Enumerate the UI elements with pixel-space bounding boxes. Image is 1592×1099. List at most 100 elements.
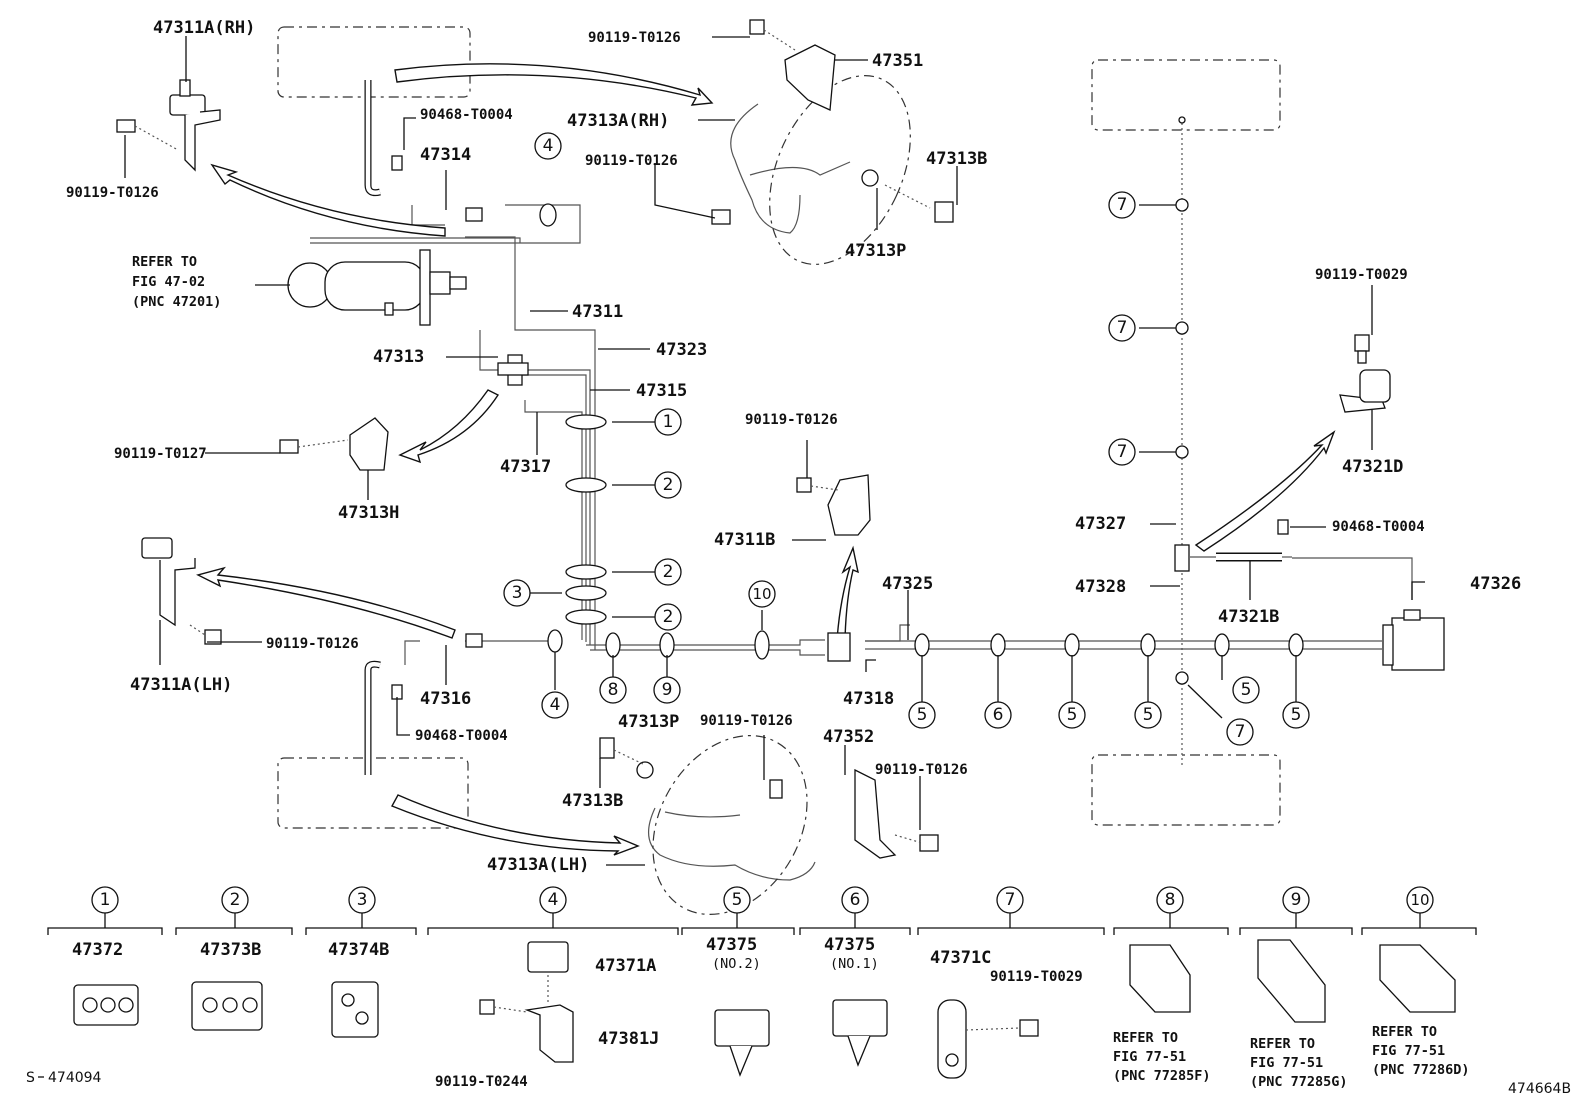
wheel-outline-rear-right — [1091, 59, 1281, 131]
legend-part-47373B: 47373B — [200, 940, 261, 960]
legend-part-47374B: 47374B — [328, 940, 389, 960]
label-47325: 47325 — [882, 574, 933, 594]
wheel-outline-front-right — [277, 26, 471, 98]
callout-9: 9 — [662, 680, 673, 700]
label-90119-T0126: 90119-T0126 — [745, 412, 838, 428]
label-90119-T0029: 90119-T0029 — [1315, 267, 1408, 283]
label-47313H: 47313H — [338, 503, 399, 523]
clamp-illustration-10 — [1379, 944, 1456, 1013]
legend-part-no1: (NO.1) — [830, 956, 879, 972]
label-90119-T0127: 90119-T0127 — [114, 446, 207, 462]
callout-2: 2 — [663, 562, 674, 582]
label-47317: 47317 — [500, 457, 551, 477]
legend-part-47371A: 47371A — [595, 956, 656, 976]
footer-right-code: 474664B — [1508, 1081, 1571, 1097]
label-47352: 47352 — [823, 727, 874, 747]
label-refer-fig-47-02-line2: FIG 47-02 — [132, 274, 205, 290]
legend-part-47375: 47375 — [824, 935, 875, 955]
legend-refer-10-line3: (PNC 77286D) — [1372, 1062, 1470, 1078]
clamp-illustration-2 — [191, 981, 263, 1031]
label-47321B: 47321B — [1218, 607, 1279, 627]
callout-5: 5 — [1241, 680, 1252, 700]
pipe-clamps — [539, 116, 1304, 685]
callout-circles: 4 1 2 2 3 2 4 8 9 10 5 6 5 5 5 5 7 7 7 — [503, 132, 1310, 746]
label-47313: 47313 — [373, 347, 424, 367]
callout-5: 5 — [917, 705, 928, 725]
label-90119-T0126: 90119-T0126 — [66, 185, 159, 201]
label-47327: 47327 — [1075, 514, 1126, 534]
legend-part-47381J: 47381J — [598, 1029, 659, 1049]
legend-refer-9-line2: FIG 77-51 — [1250, 1055, 1323, 1071]
callout-10: 10 — [752, 585, 771, 603]
footer-left-code: 474094 — [48, 1070, 102, 1086]
label-47311: 47311 — [572, 302, 623, 322]
label-47323: 47323 — [656, 340, 707, 360]
wheel-outline-front-left — [277, 757, 469, 829]
label-47313B: 47313B — [562, 791, 623, 811]
label-47311B: 47311B — [714, 530, 775, 550]
label-47313B: 47313B — [926, 149, 987, 169]
label-47328: 47328 — [1075, 577, 1126, 597]
clamp-illustration-5 — [714, 1009, 770, 1077]
callout-1: 1 — [663, 412, 674, 432]
legend-key-1: 1 — [100, 890, 111, 910]
label-47313P: 47313P — [845, 241, 906, 261]
callout-7: 7 — [1117, 442, 1128, 462]
legend-refer-8-line3: (PNC 77285F) — [1113, 1068, 1211, 1084]
legend-key-2: 2 — [230, 890, 241, 910]
label-47321D: 47321D — [1342, 457, 1403, 477]
master-cylinder — [287, 249, 467, 326]
label-47313P: 47313P — [618, 712, 679, 732]
pipe-joints — [465, 207, 1445, 671]
legend-refer-8-line2: FIG 77-51 — [1113, 1049, 1186, 1065]
callout-7: 7 — [1235, 722, 1246, 742]
label-47326: 47326 — [1470, 574, 1521, 594]
label-90119-T0126: 90119-T0126 — [585, 153, 678, 169]
legend-refer-8-line1: REFER TO — [1113, 1030, 1178, 1046]
legend-key-6: 6 — [850, 890, 861, 910]
callout-7: 7 — [1117, 195, 1128, 215]
callout-3: 3 — [512, 583, 523, 603]
legend-part-47375: 47375 — [706, 935, 757, 955]
detail-ellipse-lh — [652, 734, 808, 916]
label-47314: 47314 — [420, 145, 471, 165]
clamp-illustration-1 — [73, 984, 139, 1026]
label-90119-T0126: 90119-T0126 — [588, 30, 681, 46]
clamp-illustration-3 — [331, 981, 379, 1038]
clamp-illustration-6 — [832, 999, 888, 1067]
wheel-outline-rear-left — [1091, 754, 1281, 826]
detail-ellipse-rh — [769, 75, 911, 265]
label-47318: 47318 — [843, 689, 894, 709]
callout-5: 5 — [1143, 705, 1154, 725]
label-refer-fig-47-02-line3: (PNC 47201) — [132, 294, 221, 310]
legend: 1 2 3 4 5 6 7 8 9 10 47372 47373B 47374B… — [47, 886, 1477, 1090]
legend-part-47372: 47372 — [72, 940, 123, 960]
legend-refer-10-line1: REFER TO — [1372, 1024, 1437, 1040]
label-90468-T0004: 90468-T0004 — [1332, 519, 1425, 535]
legend-key-3: 3 — [357, 890, 368, 910]
bracket-parts — [116, 19, 1391, 859]
label-90119-T0126: 90119-T0126 — [266, 636, 359, 652]
clamp-illustration-8 — [1129, 944, 1191, 1013]
label-47311A-lh: 47311A(LH) — [130, 675, 232, 695]
leader-lines — [124, 36, 1425, 866]
legend-key-5: 5 — [732, 890, 743, 910]
legend-key-8: 8 — [1165, 890, 1176, 910]
brake-pipes — [310, 204, 1413, 665]
callout-2: 2 — [663, 607, 674, 627]
label-90468-T0004: 90468-T0004 — [415, 728, 508, 744]
legend-refer-9-line3: (PNC 77285G) — [1250, 1074, 1348, 1090]
label-refer-fig-47-02-line1: REFER TO — [132, 254, 197, 270]
legend-refer-10-line2: FIG 77-51 — [1372, 1043, 1445, 1059]
label-47313A-lh: 47313A(LH) — [487, 855, 589, 875]
legend-part-47371C: 47371C — [930, 948, 991, 968]
legend-part-no2: (NO.2) — [712, 956, 761, 972]
label-47316: 47316 — [420, 689, 471, 709]
legend-key-7: 7 — [1005, 890, 1016, 910]
label-47315: 47315 — [636, 381, 687, 401]
legend-key-4: 4 — [548, 890, 559, 910]
clamp-illustration-4 — [479, 941, 574, 1063]
callout-4-top: 4 — [543, 136, 554, 156]
